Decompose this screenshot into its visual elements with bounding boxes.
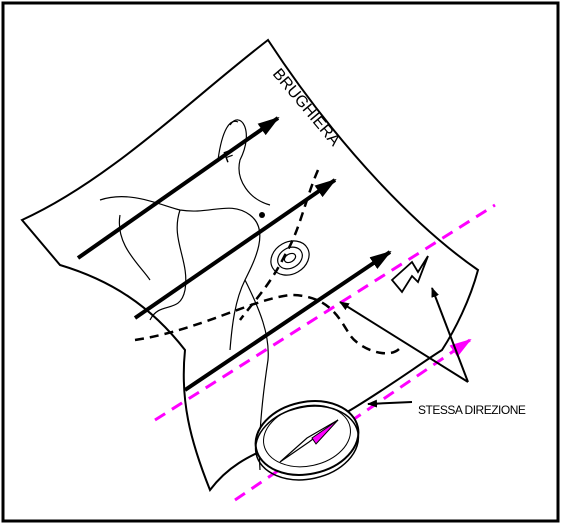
- dashed-trail: [134, 293, 401, 355]
- callout-arrows: [339, 287, 469, 408]
- contour-line: [149, 209, 187, 321]
- hill-outline: [217, 120, 239, 161]
- contour-line: [118, 214, 151, 281]
- map-point: [259, 212, 265, 218]
- orienting-lines: [76, 116, 392, 392]
- hill-outline: [229, 119, 271, 206]
- compass: [254, 400, 360, 481]
- direction-arrow-icon: [390, 255, 429, 294]
- callout-label: STESSA DIREZIONE: [418, 403, 526, 417]
- compass-needle-icon: [279, 419, 339, 463]
- dashed-trail: [239, 169, 320, 321]
- hill-contours: [270, 240, 310, 276]
- map-sheet: [20, 38, 480, 493]
